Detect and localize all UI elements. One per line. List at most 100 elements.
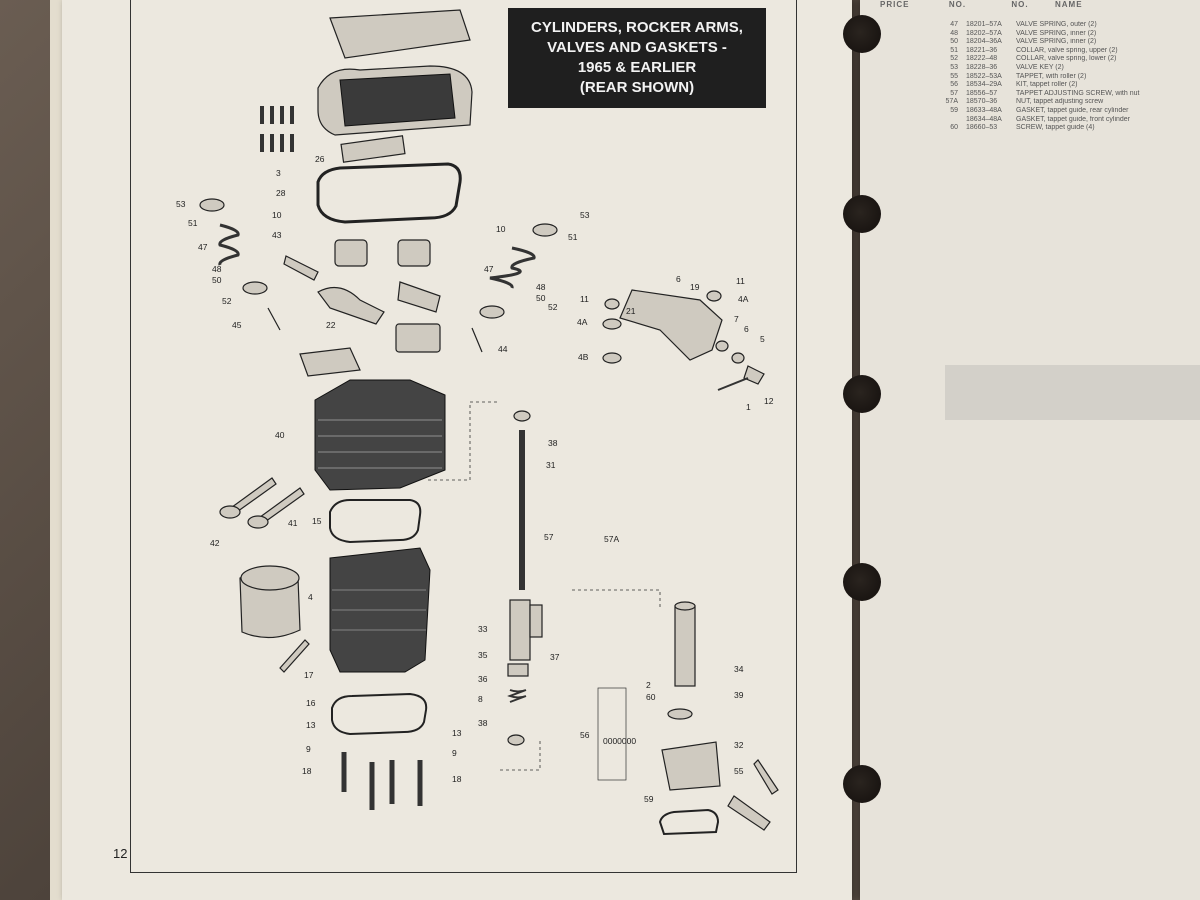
callout-22: 22	[326, 320, 336, 330]
callout-41: 41	[288, 518, 298, 528]
rocker-arms	[283, 239, 441, 353]
callout-4A: 4A	[738, 294, 749, 304]
callout-48: 48	[536, 282, 546, 292]
callout-10: 10	[272, 210, 282, 220]
callout-28: 28	[276, 188, 286, 198]
callout-56: 56	[580, 730, 590, 740]
callout-42: 42	[210, 538, 220, 548]
catalog-right-page	[860, 0, 1200, 900]
callout-15: 15	[312, 516, 322, 526]
callout-52: 52	[222, 296, 232, 306]
callout-19: 19	[690, 282, 700, 292]
callout-59: 59	[644, 794, 654, 804]
callout-38: 38	[548, 438, 558, 448]
title-line-2: VALVES AND GASKETS -	[547, 39, 727, 56]
diagram-title: CYLINDERS, ROCKER ARMS, VALVES AND GASKE…	[508, 8, 766, 108]
callout-18: 18	[302, 766, 312, 776]
callout-50: 50	[212, 275, 222, 285]
callout-35: 35	[478, 650, 488, 660]
bracket-assembly	[602, 289, 765, 391]
tappet-roller-kit: 0000000	[597, 687, 636, 781]
callout-39: 39	[734, 690, 744, 700]
binder-hole-icon	[843, 765, 881, 803]
callout-60: 60	[646, 692, 656, 702]
base-gasket	[331, 692, 428, 736]
callout-55: 55	[734, 766, 744, 776]
parts-table-header: PRICE NO. NO. NAME	[880, 0, 1200, 9]
leader-dashed	[500, 740, 541, 771]
cylinder	[329, 547, 431, 673]
callout-37: 37	[550, 652, 560, 662]
diagram-frame	[130, 0, 797, 873]
header-part-no: NO.	[1011, 0, 1029, 9]
tappet	[727, 795, 771, 831]
callout-12: 12	[764, 396, 774, 406]
callout-8: 8	[478, 694, 483, 704]
callout-26: 26	[315, 154, 325, 164]
leader-dashed	[428, 401, 498, 481]
callout-31: 31	[546, 460, 556, 470]
callout-21: 21	[626, 306, 636, 316]
callout-3: 3	[276, 168, 281, 178]
rocker-cover-gaskets	[316, 135, 462, 224]
title-line-4: (REAR SHOWN)	[579, 79, 695, 96]
head-bolts	[260, 106, 294, 152]
callout-9: 9	[306, 744, 311, 754]
callout-5: 5	[760, 334, 765, 344]
binder-hole-icon	[843, 375, 881, 413]
callout-4B: 4B	[578, 352, 589, 362]
callout-36: 36	[478, 674, 488, 684]
cylinder-base-studs	[341, 752, 423, 810]
callout-7: 7	[734, 314, 739, 324]
pushrod-cover	[507, 599, 543, 746]
callout-51: 51	[188, 218, 198, 228]
callout-16: 16	[306, 698, 316, 708]
callout-17: 17	[304, 670, 314, 680]
callout-6: 6	[676, 274, 681, 284]
callout-4A: 4A	[577, 317, 588, 327]
header-price: PRICE	[880, 0, 910, 9]
callout-57A: 57A	[604, 534, 619, 544]
kit-label: 0000000	[603, 736, 636, 746]
callout-32: 32	[734, 740, 744, 750]
pushrod	[513, 410, 531, 590]
callout-18: 18	[452, 774, 462, 784]
cylinder-stud	[279, 639, 310, 673]
callout-34: 34	[734, 664, 744, 674]
piston	[239, 565, 301, 639]
tappet-guide	[658, 601, 721, 836]
binder-hole-icon	[843, 15, 881, 53]
callout-4: 4	[308, 592, 313, 602]
callout-44: 44	[498, 344, 508, 354]
header-ref-no: NO.	[948, 0, 967, 9]
catalog-left-page	[62, 0, 852, 900]
callout-57: 57	[544, 532, 554, 542]
callout-43: 43	[272, 230, 282, 240]
rocker-cover	[317, 9, 473, 136]
callout-53: 53	[580, 210, 590, 220]
valves	[219, 477, 305, 529]
header-name: NAME	[1055, 0, 1083, 9]
binder-hole-icon	[843, 563, 881, 601]
page-number: 12	[113, 846, 128, 861]
binder-hole-icon	[843, 195, 881, 233]
callout-2: 2	[646, 680, 651, 690]
callout-47: 47	[198, 242, 208, 252]
callout-48: 48	[212, 264, 222, 274]
title-line-3: 1965 & EARLIER	[577, 59, 697, 76]
